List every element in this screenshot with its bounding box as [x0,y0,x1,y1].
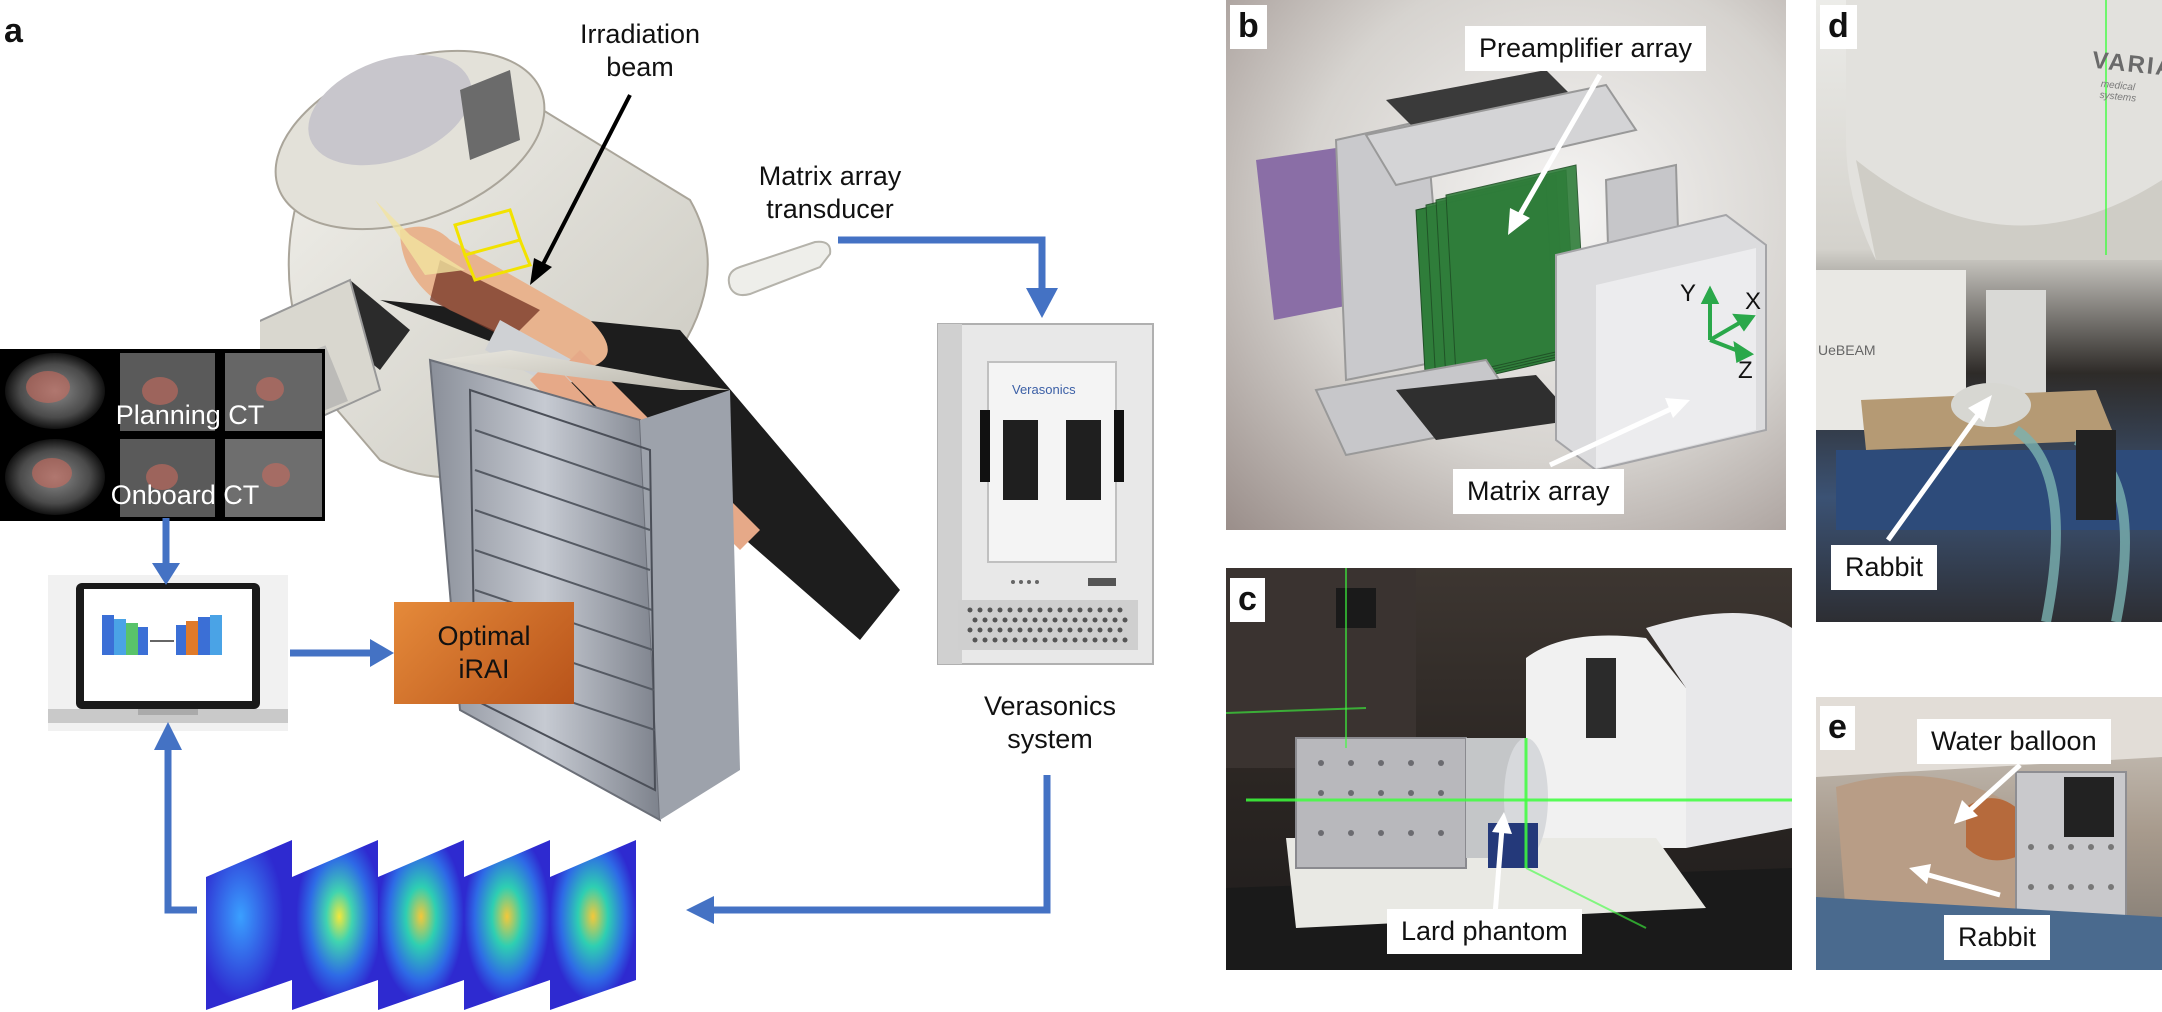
axis-x-label: X [1745,288,1762,315]
exploded-assembly-render [1256,70,1767,472]
truebeam-logo: UeBEAM [1818,342,1876,358]
panel-b-letter: b [1230,5,1267,49]
panel-d-photo [1816,0,2162,622]
preamplifier-array-label: Preamplifier array [1465,26,1707,71]
matrix-array-transducer-label: Matrix array transducer [758,161,902,224]
axis-z-label: Z [1738,357,1753,384]
matrix-array-arrow [1548,398,1690,468]
flow-arrows [152,236,1058,924]
preamplifier-array-arrow [1508,73,1603,235]
matrix-array-label: Matrix array [1453,469,1624,514]
irradiation-beam-label: Irradiation beam [579,19,701,82]
panel-c-letter: c [1230,578,1265,622]
optimal-irai-box [394,602,574,704]
verasonics-system-label: Verasonics system [983,691,1117,754]
ct-image-grid [0,349,325,521]
rabbit-arrow-d [1885,395,1992,542]
verasonics-brand: Verasonics [1012,382,1076,397]
laptop-illustration [48,575,288,731]
panel-e-letter: e [1820,706,1855,750]
lard-phantom-label: Lard phantom [1387,909,1582,954]
matrix-transducer-probe [727,240,832,297]
verasonics-system-box [937,323,1154,665]
panel-a-letter: a [4,12,23,50]
lard-phantom-arrow [1492,812,1512,916]
irradiation-beam-arrow [530,94,632,285]
panel-b-photo [1226,0,1786,530]
water-balloon-arrow [1954,763,2022,824]
optimal-irai-label: Optimal iRAI [437,621,531,684]
rabbit-label-d: Rabbit [1831,545,1938,590]
axis-y-label: Y [1680,280,1697,307]
planning-ct-label: Planning CT [115,400,265,430]
water-balloon-label: Water balloon [1917,719,2111,764]
rabbit-linac-scene [1816,0,2162,622]
irai-image-stack [206,840,636,1010]
onboard-ct-label: Onboard CT [110,480,260,510]
panel-d-letter: d [1820,5,1857,49]
rabbit-label-e: Rabbit [1944,915,2051,960]
rabbit-arrow-e [1909,864,2001,898]
panel-a: a [0,12,1154,1010]
